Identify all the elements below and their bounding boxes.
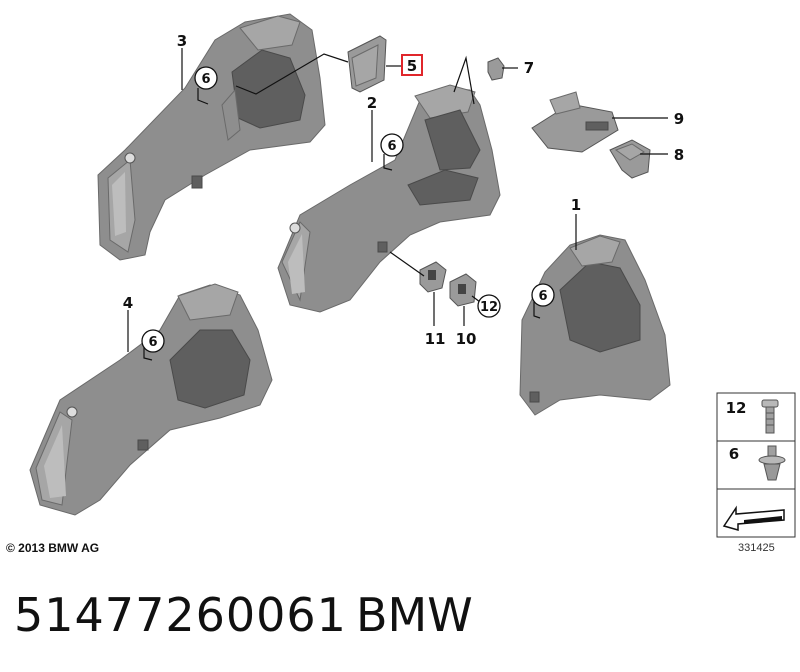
part-number: 51477260061 — [14, 588, 347, 642]
callout-11: 11 — [425, 330, 446, 348]
callout-6b-label: 6 — [387, 139, 396, 154]
callout-5-highlight[interactable]: 5 — [401, 54, 423, 76]
bracket-part-8[interactable] — [609, 139, 651, 179]
bracket-part-9[interactable] — [531, 91, 619, 153]
arrow-symbol-icon — [722, 505, 785, 531]
circle-callout-6d: 6 — [141, 329, 165, 353]
callout-9: 9 — [674, 110, 684, 128]
legend-item-12-label: 12 — [726, 399, 747, 417]
circle-callout-6c: 6 — [531, 283, 555, 307]
callout-6a-label: 6 — [201, 72, 210, 87]
circle-callout-6b: 6 — [380, 133, 404, 157]
circle-callout-12: 12 — [477, 294, 501, 318]
trim-panel-part-3[interactable] — [97, 13, 326, 261]
callout-6d-label: 6 — [148, 335, 157, 350]
callout-3: 3 — [177, 32, 187, 50]
circle-callout-6a: 6 — [194, 66, 218, 90]
legend-item-6-label: 6 — [729, 445, 739, 463]
leader-lines — [127, 48, 668, 361]
callout-12-label: 12 — [480, 300, 498, 315]
diagram-number: 331425 — [738, 542, 775, 554]
callout-4: 4 — [123, 294, 133, 312]
callout-7: 7 — [524, 59, 534, 77]
trim-panel-part-4[interactable] — [29, 283, 273, 516]
copyright-notice: © 2013 BMW AG — [6, 541, 100, 555]
callout-10: 10 — [456, 330, 477, 348]
hook-part-11[interactable] — [419, 261, 447, 293]
callout-8: 8 — [674, 146, 684, 164]
clip-fastener-icon — [758, 445, 786, 481]
cover-part-5[interactable] — [347, 35, 387, 93]
bolt-icon — [761, 399, 779, 434]
callout-2: 2 — [367, 94, 377, 112]
callout-6c-label: 6 — [538, 289, 547, 304]
trim-panel-part-1[interactable] — [519, 234, 671, 416]
trim-panel-part-2[interactable] — [277, 84, 501, 313]
brand-name: BMW — [356, 588, 473, 642]
hook-part-10[interactable] — [449, 273, 477, 307]
callout-1: 1 — [571, 196, 581, 214]
clip-part-7[interactable] — [487, 57, 505, 81]
callout-5: 5 — [407, 57, 417, 75]
fastener-legend: 12 6 — [716, 392, 796, 538]
